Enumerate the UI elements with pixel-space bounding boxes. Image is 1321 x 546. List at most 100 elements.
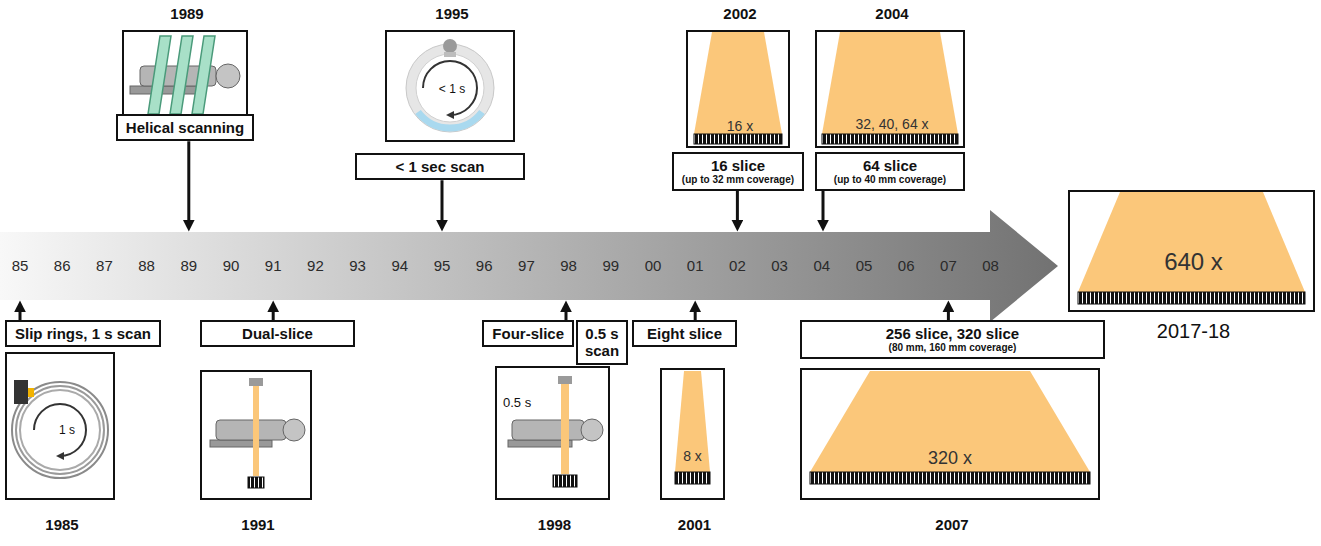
figure-text: 1 s xyxy=(42,424,92,438)
year-tick: 96 xyxy=(468,257,500,274)
year-tick: 93 xyxy=(342,257,374,274)
beam-box: 200432, 40, 64 x xyxy=(815,30,965,148)
scanner-illustration-part xyxy=(553,475,577,487)
year-tick: 87 xyxy=(88,257,120,274)
timeline-pointer xyxy=(187,141,190,222)
milestone-text: Four-slice xyxy=(492,325,564,342)
milestone-text: 256 slice, 320 slice xyxy=(886,325,1019,342)
figure-text: 320 x xyxy=(802,448,1098,469)
year-tick: 88 xyxy=(131,257,163,274)
helical-illustration xyxy=(130,36,240,114)
figure-text: 8 x xyxy=(662,448,723,464)
timeline-pointer xyxy=(822,191,825,222)
figure-text: 1998 xyxy=(497,516,612,533)
year-tick: 91 xyxy=(257,257,289,274)
beam-illustration-part xyxy=(810,472,1090,484)
timeline-pointer xyxy=(736,191,739,222)
beam-illustration-part xyxy=(694,134,782,144)
helical-illustration-part xyxy=(130,86,202,94)
slip-ring-box: 1 s1985 xyxy=(5,352,115,500)
milestone-text: (80 mm, 160 mm coverage) xyxy=(889,342,1017,354)
year-tick: 08 xyxy=(975,257,1007,274)
year-tick: 95 xyxy=(426,257,458,274)
beam-illustration-part xyxy=(694,32,782,134)
scanner-illustration-part xyxy=(561,384,569,474)
milestone-label: 256 slice, 320 slice(80 mm, 160 mm cover… xyxy=(800,320,1105,359)
scanner-illustration-part xyxy=(581,419,603,441)
year-tick: 89 xyxy=(173,257,205,274)
milestone-label: 16 slice(up to 32 mm coverage) xyxy=(672,152,804,191)
timeline-arrow: 8586878889909192939495969798990001020304… xyxy=(0,232,990,300)
year-tick: 04 xyxy=(806,257,838,274)
milestone-text: 0.5 s scan xyxy=(585,325,619,360)
figure-text: 0.5 s xyxy=(503,396,549,411)
milestone-text: < 1 sec scan xyxy=(396,158,485,175)
figure-text: 2007 xyxy=(802,516,1102,533)
beam-illustration xyxy=(675,371,710,484)
slip-ring-illustration-part xyxy=(16,386,104,474)
gantry-illustration-part xyxy=(443,39,457,53)
milestone-text: Helical scanning xyxy=(126,119,244,136)
year-tick: 05 xyxy=(848,257,880,274)
scanner-illustration xyxy=(210,378,305,488)
year-tick: 01 xyxy=(679,257,711,274)
gantry-illustration xyxy=(406,39,494,132)
beam-illustration-part xyxy=(675,472,710,484)
milestone-label: Helical scanning xyxy=(116,114,254,141)
figure-text: 2017-18 xyxy=(1070,320,1317,343)
figure-text: 1985 xyxy=(7,516,117,533)
scanner-illustration-part xyxy=(210,440,272,447)
slip-ring-illustration-part xyxy=(20,390,100,470)
gantry-illustration-part xyxy=(444,52,456,57)
timeline-pointer xyxy=(947,310,950,320)
milestone-label: Dual-slice xyxy=(200,320,355,347)
year-tick: 00 xyxy=(637,257,669,274)
year-tick: 92 xyxy=(299,257,331,274)
timeline-arrow-shape xyxy=(0,210,1058,322)
year-tick: 06 xyxy=(890,257,922,274)
figure-text: 32, 40, 64 x xyxy=(827,116,957,132)
figure-text: 16 x xyxy=(700,118,780,134)
beam-illustration xyxy=(822,32,958,144)
scanner-illustration-part xyxy=(558,376,572,384)
milestone-text: Slip rings, 1 s scan xyxy=(15,325,151,342)
scanner-illustration-part xyxy=(253,386,259,476)
figure-text: 1991 xyxy=(202,516,314,533)
figure-text: 2002 xyxy=(688,5,792,22)
year-tick: 86 xyxy=(46,257,78,274)
timeline-pointer xyxy=(441,180,444,222)
gantry-illustration-part xyxy=(406,44,494,132)
milestone-label: Slip rings, 1 s scan xyxy=(5,320,161,347)
gantry-box: 1995< 1 s xyxy=(385,30,515,142)
milestone-label: Eight slice xyxy=(632,320,737,347)
scanner-illustration-part xyxy=(249,378,263,386)
beam-illustration-part xyxy=(822,134,958,144)
figure-text: 2001 xyxy=(662,516,727,533)
milestone-label: 0.5 s scan xyxy=(576,320,628,365)
figure-text: 640 x xyxy=(1080,248,1307,276)
scanner-illustration-part xyxy=(512,420,584,440)
timeline-pointer xyxy=(19,310,22,320)
milestone-label: 64 slice(up to 40 mm coverage) xyxy=(815,152,965,191)
year-tick: 99 xyxy=(595,257,627,274)
helical-illustration-part xyxy=(148,36,171,114)
beam-illustration xyxy=(694,32,782,144)
milestone-text: 64 slice xyxy=(863,157,917,174)
scanner-box: 1991 xyxy=(200,370,312,500)
year-tick: 94 xyxy=(384,257,416,274)
year-tick: 90 xyxy=(215,257,247,274)
timeline-pointer xyxy=(272,310,275,320)
year-tick: 97 xyxy=(510,257,542,274)
scanner-illustration-part xyxy=(283,419,305,441)
timeline-pointer xyxy=(694,310,697,320)
slip-ring-illustration xyxy=(12,380,108,478)
beam-illustration-part xyxy=(822,32,958,134)
beam-illustration-part xyxy=(1078,292,1305,304)
figure-text: 1995 xyxy=(387,5,517,22)
helical-illustration-part xyxy=(192,36,215,114)
milestone-text: Dual-slice xyxy=(242,325,313,342)
year-tick: 07 xyxy=(932,257,964,274)
milestone-label: Four-slice xyxy=(482,320,574,347)
figure-text: 1989 xyxy=(124,5,250,22)
